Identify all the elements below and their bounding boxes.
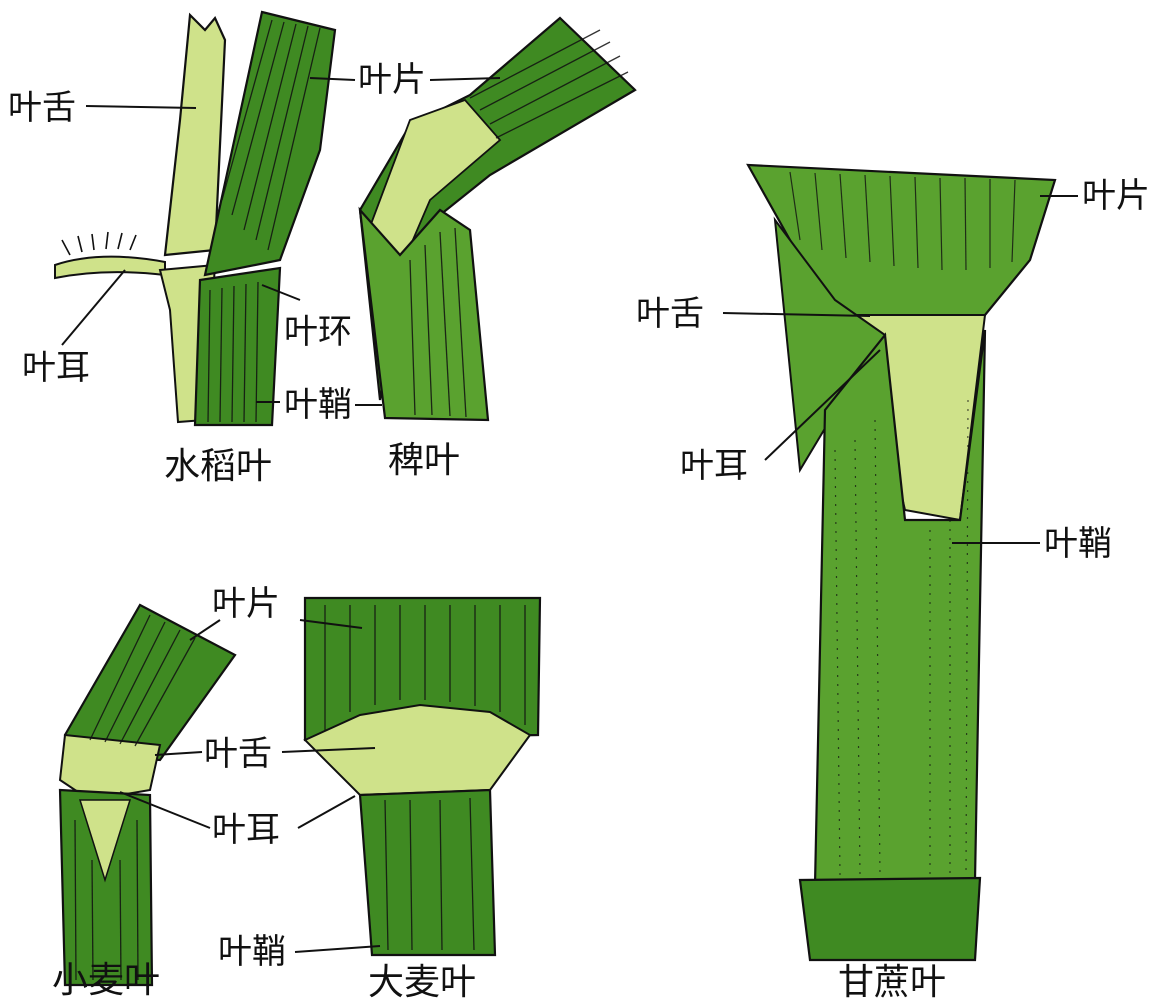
rice-blade-label: 叶片 <box>358 60 426 100</box>
wheat-lingual-label: 叶舌 <box>204 734 272 774</box>
barley-caption: 大麦叶 <box>368 962 476 1004</box>
sugarcane-sheath-label: 叶鞘 <box>1044 524 1112 564</box>
rice-leaf-illustration <box>55 12 335 425</box>
leader-barley-auricle <box>298 796 355 828</box>
wheat-sheath-label: 叶鞘 <box>218 932 286 972</box>
leader-barley-sheath <box>295 946 380 952</box>
rice-sheath-label: 叶鞘 <box>284 385 352 425</box>
rice-caption: 水稻叶 <box>164 446 272 488</box>
leader-rice-lingual <box>86 106 196 108</box>
sugarcane-lingual-label: 叶舌 <box>636 294 704 334</box>
wheat-blade-label: 叶片 <box>212 584 280 624</box>
leader-rice-auricle <box>62 270 125 345</box>
wheat-leaf-illustration <box>60 605 235 985</box>
barnyard-caption: 稗叶 <box>388 440 460 482</box>
sugarcane-leaf-illustration <box>748 165 1055 960</box>
barley-leaf-illustration <box>305 598 540 955</box>
rice-auricle-label: 叶耳 <box>22 348 90 388</box>
wheat-caption: 小麦叶 <box>52 960 160 1002</box>
wheat-auricle-label: 叶耳 <box>212 810 280 850</box>
rice-collar-label: 叶环 <box>284 312 352 352</box>
rice-lingual-label: 叶舌 <box>8 88 76 128</box>
sugarcane-blade-label: 叶片 <box>1082 176 1150 216</box>
sugarcane-caption: 甘蔗叶 <box>838 962 946 1004</box>
sugarcane-auricle-label: 叶耳 <box>680 446 748 486</box>
